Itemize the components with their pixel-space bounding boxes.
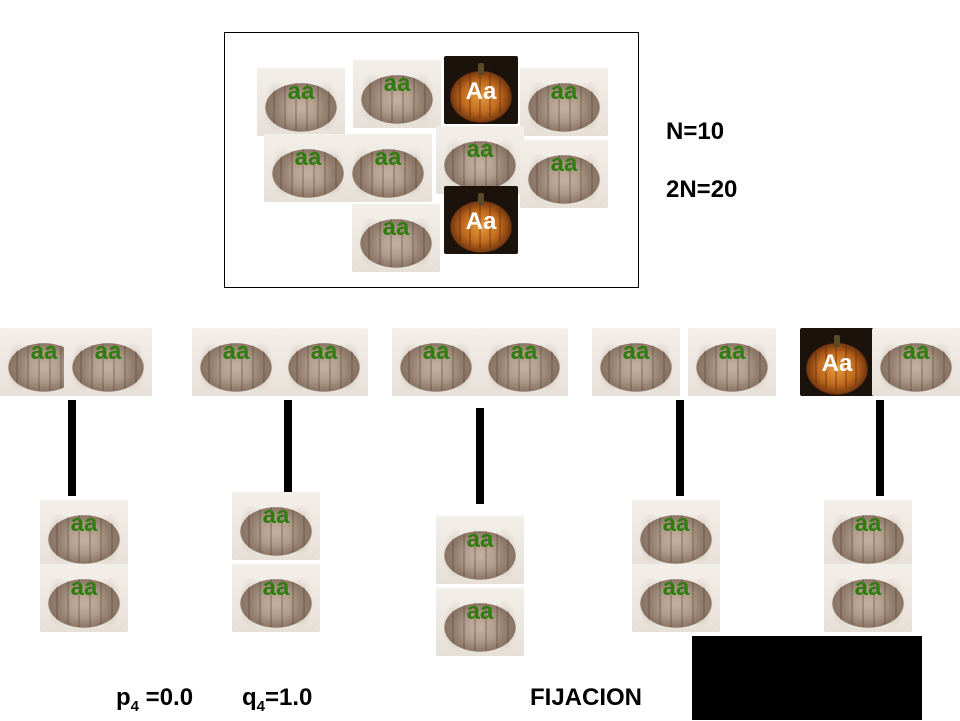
genotype-label: aa (662, 574, 690, 601)
offspring-pumpkin: aa (632, 564, 720, 632)
genotype-label: aa (622, 338, 650, 365)
population-size-label: N=10 (666, 118, 725, 145)
connector-line (68, 400, 76, 496)
offspring-pumpkin: aa (40, 500, 128, 568)
variance-equation-panel (692, 636, 922, 720)
parent-pumpkin: aa (192, 328, 280, 396)
genotype-label: aa (70, 510, 98, 537)
genotype-label: aa (466, 526, 494, 553)
pop-pumpkin: aa (353, 60, 441, 128)
offspring-pumpkin: aa (632, 500, 720, 568)
pop-pumpkin: aa (520, 140, 608, 208)
genotype-label: aa (662, 510, 690, 537)
genotype-label: aa (262, 502, 290, 529)
q-subscript: 4 (256, 697, 266, 715)
offspring-pumpkin: aa (232, 564, 320, 632)
pop-pumpkin: aa (257, 68, 345, 136)
parent-pumpkin: aa (688, 328, 776, 396)
parent-pumpkin: Aa (800, 328, 874, 396)
pop-pumpkin: aa (520, 68, 608, 136)
pop-pumpkin: aa (436, 126, 524, 194)
pop-pumpkin: aa (352, 204, 440, 272)
parent-pumpkin: aa (392, 328, 480, 396)
genotype-label: aa (222, 338, 250, 365)
pop-pumpkin: Aa (444, 186, 518, 254)
genotype-label: aa (382, 214, 410, 241)
allele-frequency-p: p4 =0.0 (116, 684, 193, 721)
genotype-label: aa (262, 574, 290, 601)
genotype-label: aa (374, 144, 402, 171)
genotype-label: Aa (821, 350, 853, 377)
parent-pumpkin: aa (872, 328, 960, 396)
parent-pumpkin: aa (64, 328, 152, 396)
offspring-pumpkin: aa (232, 492, 320, 560)
connector-line (284, 400, 292, 492)
offspring-pumpkin: aa (436, 588, 524, 656)
genotype-label: aa (550, 150, 578, 177)
p-symbol: p (116, 684, 131, 711)
q-value: =1.0 (265, 684, 313, 711)
genotype-label: aa (902, 338, 930, 365)
genotype-label: aa (718, 338, 746, 365)
connector-line (476, 408, 484, 504)
genotype-label: aa (94, 338, 122, 365)
genotype-label: Aa (465, 78, 497, 105)
offspring-pumpkin: aa (40, 564, 128, 632)
parent-pumpkin: aa (480, 328, 568, 396)
parent-pumpkin: aa (280, 328, 368, 396)
pop-pumpkin: aa (264, 134, 352, 202)
allele-frequency-q: q4=1.0 (242, 684, 312, 721)
offspring-pumpkin: aa (824, 500, 912, 568)
pop-pumpkin: Aa (444, 56, 518, 124)
genotype-label: aa (287, 78, 315, 105)
offspring-pumpkin: aa (824, 564, 912, 632)
genotype-label: aa (854, 510, 882, 537)
genotype-label: aa (466, 598, 494, 625)
genotype-label: Aa (465, 208, 497, 235)
genotype-label: aa (310, 338, 338, 365)
genotype-label: aa (854, 574, 882, 601)
genotype-label: aa (70, 574, 98, 601)
offspring-pumpkin: aa (436, 516, 524, 584)
genotype-label: aa (466, 136, 494, 163)
connector-line (876, 400, 884, 496)
genotype-label: aa (550, 78, 578, 105)
pop-pumpkin: aa (344, 134, 432, 202)
connector-line (676, 400, 684, 496)
genotype-label: aa (383, 70, 411, 97)
p-subscript: 4 (130, 697, 140, 715)
fixation-label: FIJACION (530, 684, 643, 711)
genotype-label: aa (294, 144, 322, 171)
p-value: =0.0 (139, 684, 194, 711)
genotype-label: aa (510, 338, 538, 365)
parent-pumpkin: aa (592, 328, 680, 396)
genotype-label: aa (30, 338, 58, 365)
population-box (224, 32, 639, 288)
genotype-label: aa (422, 338, 450, 365)
q-symbol: q (242, 684, 257, 711)
gene-copies-label: 2N=20 (666, 176, 738, 203)
